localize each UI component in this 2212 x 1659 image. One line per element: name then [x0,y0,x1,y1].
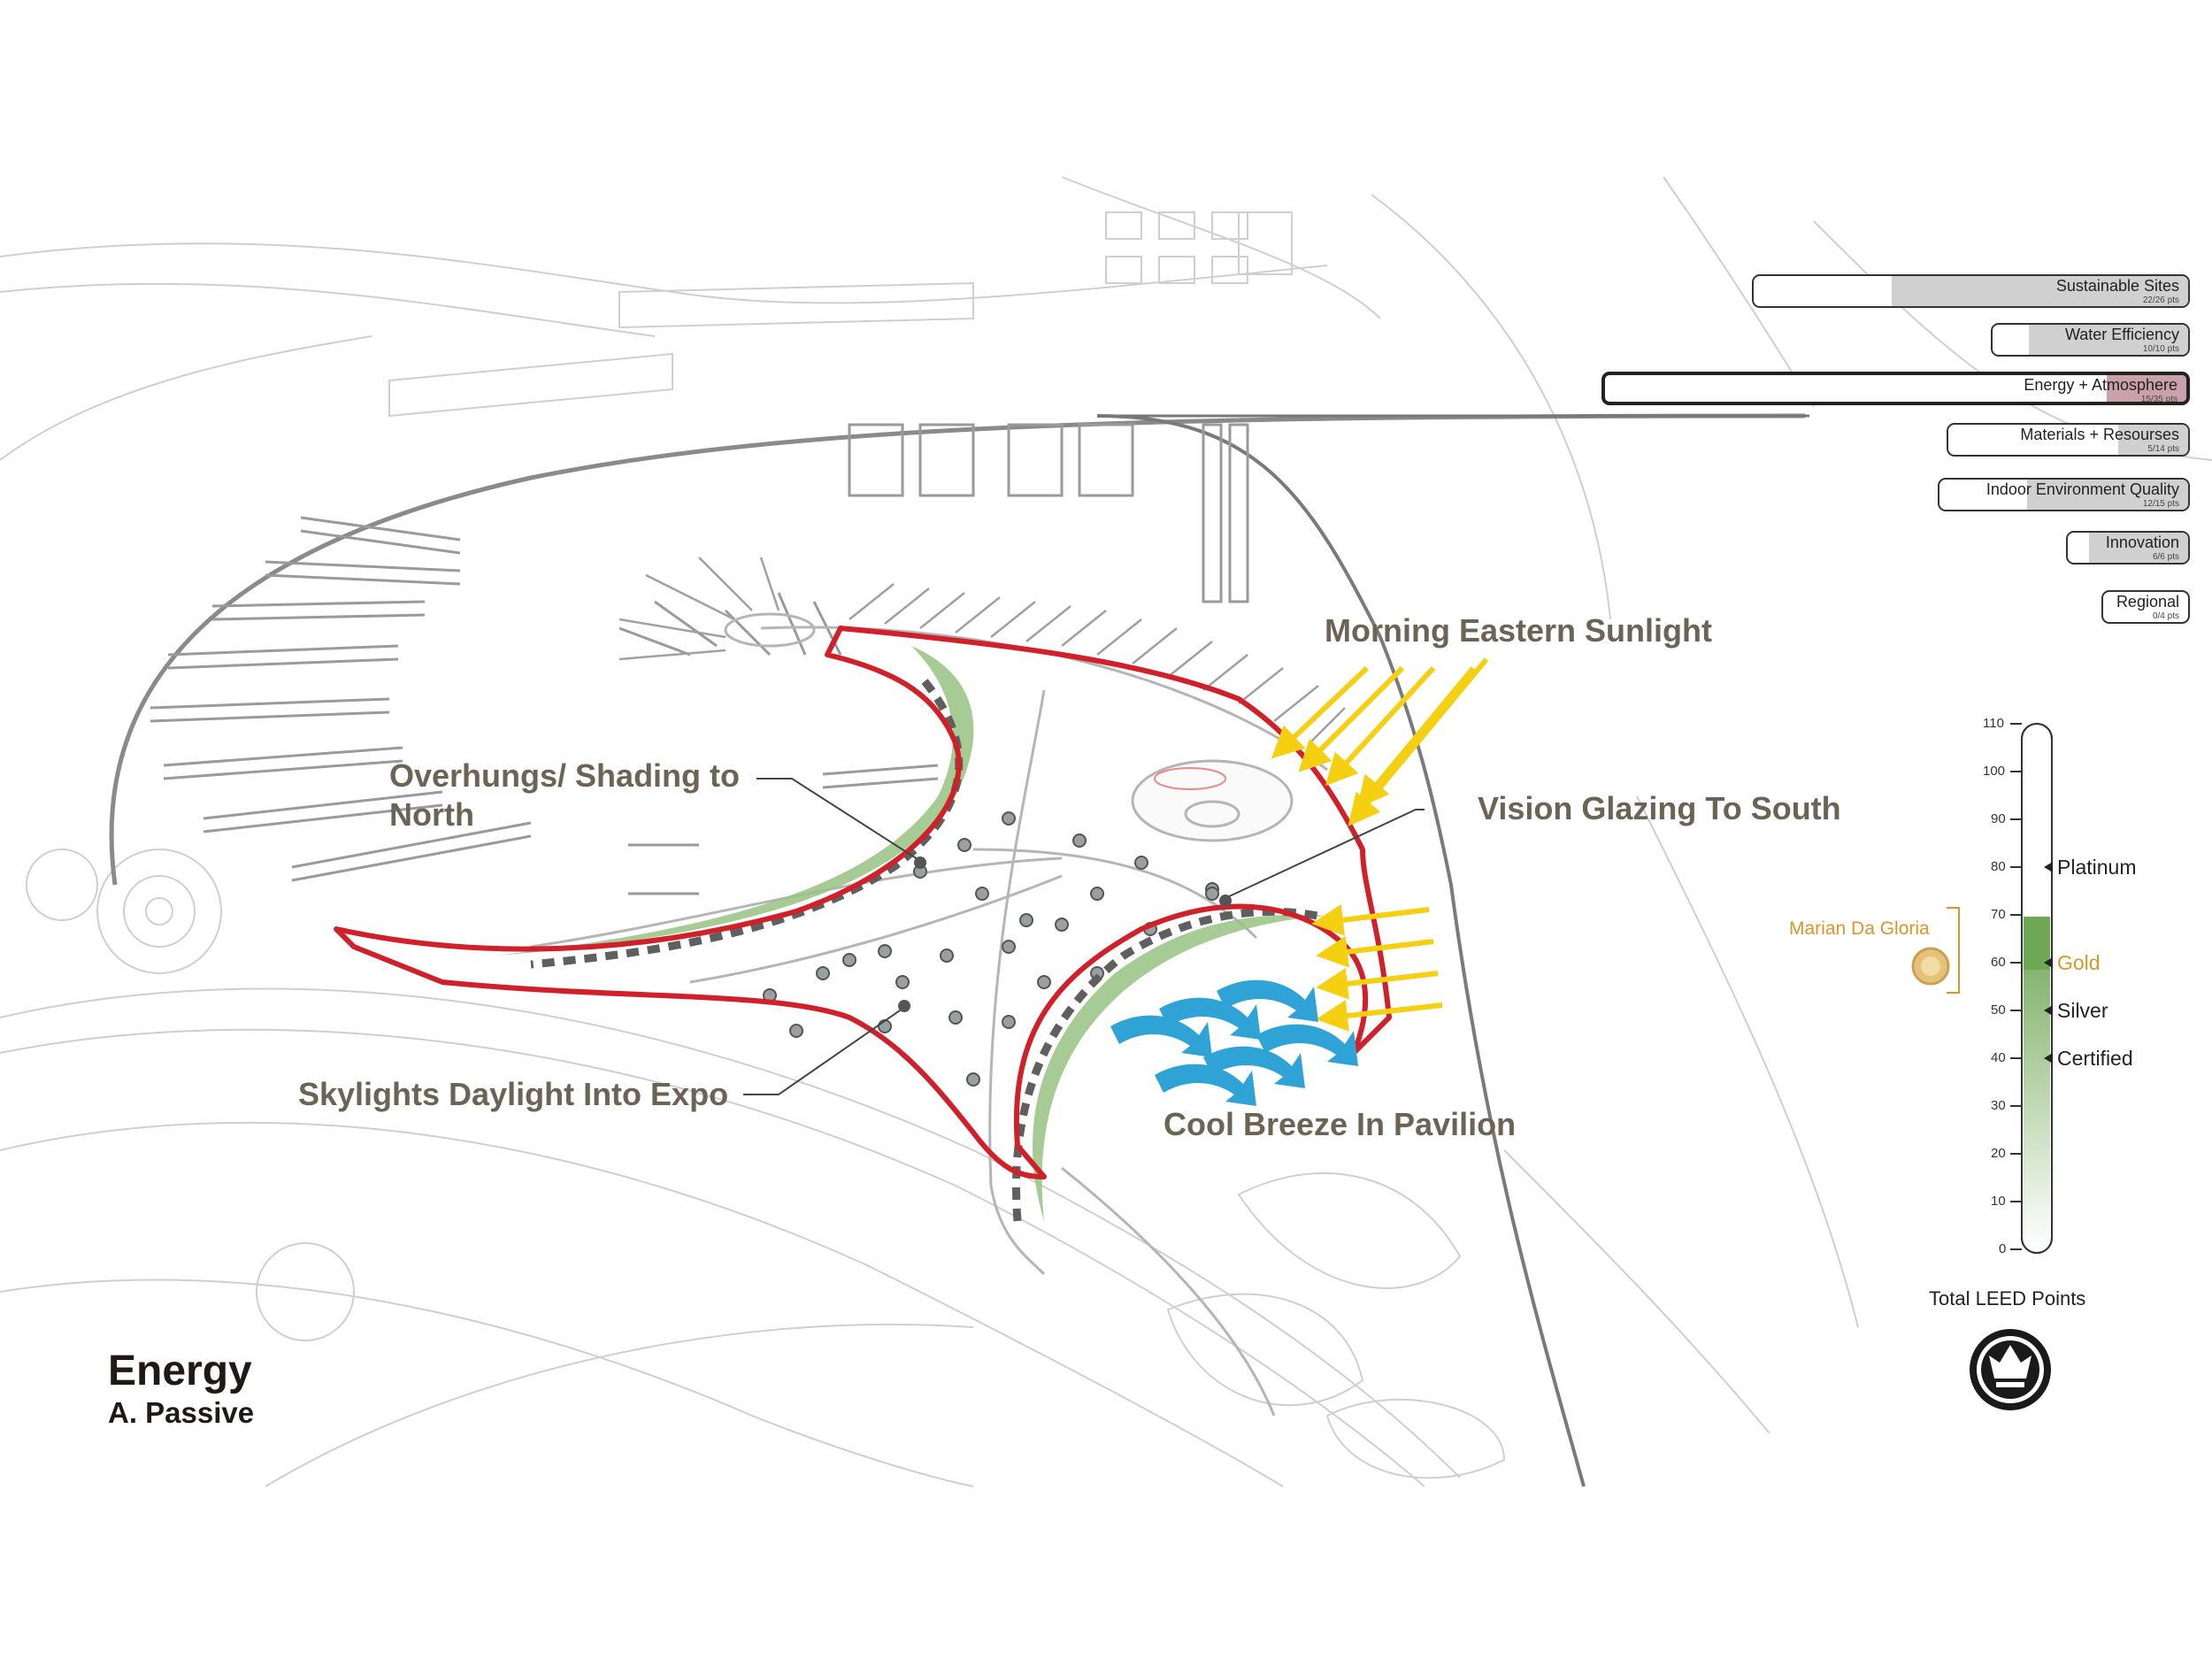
callout-vision-glazing: Vision Glazing To South [1478,790,1841,826]
leed-category-fill [2029,325,2188,355]
parking-rows [150,423,1249,895]
leed-category-fill [2107,375,2186,402]
leed-category-points: 6/6 pts [2152,552,2179,562]
leader-dots [898,856,1232,1012]
leed-category-label: Innovation [2105,534,2179,551]
leed-category-points: 0/4 pts [2152,611,2179,621]
leed-category-points: 15/35 pts [2140,395,2177,404]
leed-category-points: 10/10 pts [2142,344,2179,354]
leed-category-points: 12/15 pts [2142,499,2179,509]
callout-cool-breeze: Cool Breeze In Pavilion [1164,1106,1517,1142]
leader-lines [743,778,1425,1095]
leed-category-label: Water Efficiency [2064,326,2179,343]
leed-category-label: Indoor Environment Quality [1985,480,2179,498]
level-marker [2044,1005,2053,1016]
gold-medal-icon [1911,947,1950,986]
level-marker [2044,862,2053,872]
project-bracket [1947,907,1960,994]
leed-category-label: Regional [2116,593,2179,611]
building-fins [618,557,1346,744]
leed-category-label: Materials + Resourses [2020,426,2179,443]
callout-morning-sunlight: Morning Eastern Sunlight [1325,612,1712,649]
leed-category-fill [1892,276,2188,306]
skylight-dots [763,811,1219,1087]
sun-arrows-south [1311,903,1443,1032]
level-marker [2044,957,2053,968]
callout-overhangs: Overhungs/ Shading to [389,757,741,794]
canopy-lines [530,612,1328,1417]
highway [109,413,1806,1487]
leed-category-fill [2118,425,2188,455]
leed-category-points: 5/14 pts [2147,444,2179,454]
page-subtitle: A. Passive [108,1396,255,1429]
leed-category-fill [2089,533,2188,563]
project-name-label: Marian Da Gloria [1789,918,1930,939]
leed-category-label: Sustainable Sites [2055,277,2179,295]
background-roads [0,176,2212,1487]
total-leed-points-label: Total LEED Points [1929,1287,2086,1310]
sun-arrows-morning [1271,657,1489,826]
leed-scale [1947,723,2053,1254]
leed-category-fill [2027,480,2188,510]
level-marker [2044,1053,2053,1064]
page-title: Energy [108,1348,252,1394]
leed-category-label: Energy + Atmosphere [2024,376,2177,394]
usgbc-seal-icon [1970,1329,2051,1410]
green-shading-band [495,646,1338,1222]
callout-skylights: Skylights Daylight Into Expo [298,1076,729,1112]
callout-overhangs-north: North [389,796,474,833]
building-outline [334,626,1392,1179]
leed-category-points: 22/26 pts [2142,296,2179,305]
breeze-arrows [1110,979,1358,1106]
